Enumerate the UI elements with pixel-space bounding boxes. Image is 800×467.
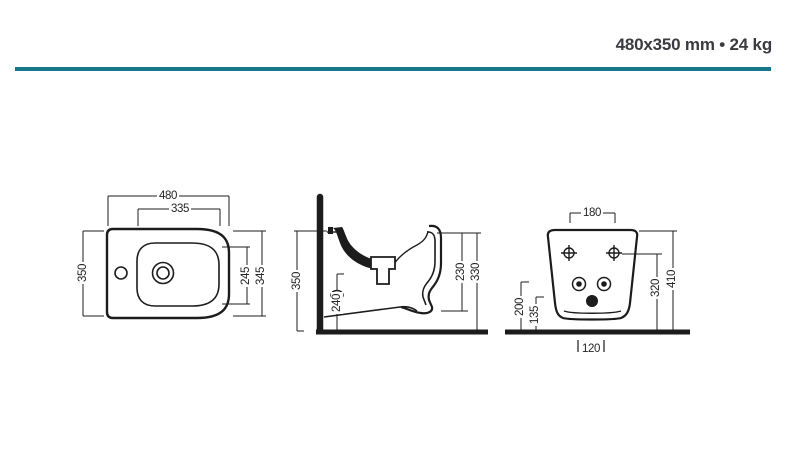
back-view-fixing-holes: [561, 245, 622, 261]
side-view-drawing: [294, 193, 488, 335]
side-view-front-shell-outer: [400, 224, 443, 315]
dim-label-outer-depth: 350: [76, 262, 90, 284]
top-view-tap-hole: [114, 266, 128, 280]
side-view-wall-bracket: [328, 227, 333, 234]
dim-label-fixing-distance: 180: [581, 206, 603, 220]
dim-label-top-height: 410: [665, 268, 679, 290]
dim-label-outlet-height: 240: [330, 292, 344, 314]
top-view-drawing: [82, 195, 266, 320]
side-view-underside: [323, 305, 418, 318]
side-view-front-shell-inner: [421, 231, 436, 306]
dim-label-body-height: 330: [469, 261, 483, 283]
spec-text: 480x350 mm • 24 kg: [615, 35, 773, 54]
inlet-hole-right-icon: [596, 276, 612, 292]
dim-label-outer-width: 480: [157, 189, 179, 203]
side-view-ceramic-section: [333, 227, 379, 270]
dim-label-fixing-height: 320: [649, 277, 663, 299]
top-view-drain-outer: [151, 261, 175, 285]
dim-label-drain-height: 135: [528, 304, 542, 326]
back-view-inlet-holes: [571, 276, 612, 292]
top-view-basin-outline: [136, 242, 220, 307]
dim-label-inlet-height: 200: [513, 296, 527, 318]
inlet-hole-left-icon: [571, 276, 587, 292]
dim-label-basin-width: 335: [169, 202, 191, 216]
back-view-drawing: [505, 212, 690, 352]
back-view-rim-line: [563, 310, 622, 314]
header-rule: [15, 67, 771, 71]
top-view-body-outline: [105, 227, 231, 320]
dim-label-basin-depth: 245: [239, 265, 253, 287]
side-view-profile: [323, 224, 443, 318]
dim-label-front-rim-drop: 230: [454, 261, 468, 283]
top-view-drain-inner: [156, 266, 170, 280]
side-view-drain-box: [370, 256, 396, 285]
back-view-drain-hole: [586, 295, 598, 307]
dim-label-total-height: 350: [290, 270, 304, 292]
dim-label-outlet-spacing: 120: [580, 342, 602, 356]
dim-label-front-depth: 345: [254, 265, 268, 287]
